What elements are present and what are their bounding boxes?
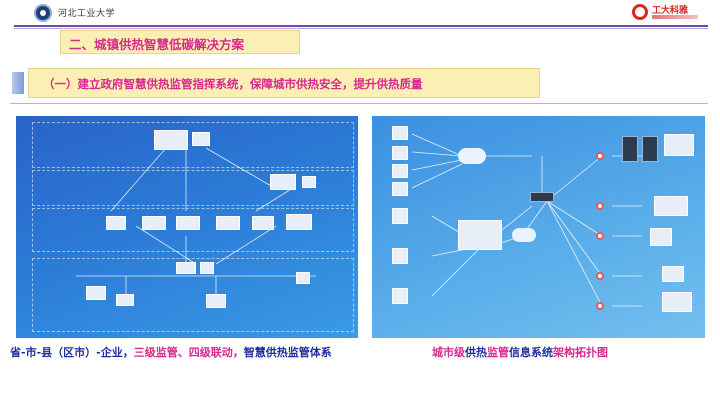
brand-name: 工大科雅 bbox=[652, 6, 689, 16]
diagram-band-county bbox=[32, 208, 354, 252]
header-divider-thin bbox=[14, 28, 708, 29]
caption-left-part1: 省-市-县（区市）-企业， bbox=[10, 346, 134, 359]
building-icon bbox=[296, 272, 310, 284]
server-icon bbox=[530, 192, 554, 202]
caption-right-part1: 城市级 bbox=[432, 346, 465, 359]
monitor-icon bbox=[654, 196, 688, 216]
content-divider bbox=[10, 103, 708, 104]
brand-logo-icon bbox=[632, 4, 648, 20]
building-icon bbox=[392, 164, 408, 178]
caption-left-part2: 三级监管、四级联动， bbox=[133, 346, 244, 359]
monitor-icon bbox=[142, 216, 166, 230]
server-icon bbox=[642, 136, 658, 162]
node-dot-icon bbox=[596, 202, 604, 210]
monitor-icon bbox=[192, 132, 210, 146]
server-icon bbox=[622, 136, 638, 162]
monitor-icon bbox=[106, 216, 126, 230]
node-dot-icon bbox=[596, 302, 604, 310]
monitor-icon bbox=[302, 176, 316, 188]
banner-box: （一）建立政府智慧供热监管指挥系统，保障城市供热安全，提升供热质量 bbox=[28, 68, 540, 98]
section-title-box: 二、城镇供热智慧低碳解决方案 bbox=[60, 30, 300, 54]
node-dot-icon bbox=[596, 272, 604, 280]
diagram-connectors bbox=[76, 147, 316, 296]
monitor-icon bbox=[458, 220, 502, 250]
topology-diagram-image bbox=[372, 116, 705, 338]
monitor-icon bbox=[154, 130, 188, 150]
node-dot-icon bbox=[596, 232, 604, 240]
node-dot-icon bbox=[596, 152, 604, 160]
caption-right-part2: 供热 bbox=[465, 346, 487, 359]
monitor-icon bbox=[252, 216, 274, 230]
brand-underline bbox=[652, 15, 698, 19]
caption-left-part3: 智慧供热监管体系 bbox=[243, 346, 332, 359]
building-icon bbox=[392, 182, 408, 196]
monitor-icon bbox=[286, 214, 312, 230]
right-diagram-caption: 城市级供热监管信息系统架构拓扑图 bbox=[432, 344, 608, 360]
building-icon bbox=[392, 248, 408, 264]
monitor-icon bbox=[650, 228, 672, 246]
monitor-icon bbox=[270, 174, 296, 190]
section-title: 二、城镇供热智慧低碳解决方案 bbox=[69, 37, 245, 52]
monitor-icon bbox=[662, 292, 692, 312]
header-divider bbox=[14, 25, 708, 27]
top-header: 河北工业大学 工大科雅 bbox=[0, 0, 720, 26]
caption-right-part5: 架构拓扑图 bbox=[553, 346, 608, 359]
university-logo-icon bbox=[34, 4, 52, 22]
monitor-icon bbox=[200, 262, 214, 274]
building-icon bbox=[392, 126, 408, 140]
building-icon bbox=[206, 294, 226, 308]
left-diagram-caption: 省-市-县（区市）-企业，三级监管、四级联动，智慧供热监管体系 bbox=[10, 344, 332, 360]
monitor-icon bbox=[662, 266, 684, 282]
monitor-icon bbox=[176, 262, 196, 274]
banner-text: （一）建立政府智慧供热监管指挥系统，保障城市供热安全，提升供热质量 bbox=[43, 77, 423, 91]
building-icon bbox=[392, 208, 408, 224]
monitor-icon bbox=[664, 134, 694, 156]
monitor-icon bbox=[176, 216, 200, 230]
cloud-icon bbox=[512, 228, 536, 242]
monitor-icon bbox=[216, 216, 240, 230]
supervision-diagram-image bbox=[16, 116, 358, 338]
building-icon bbox=[86, 286, 106, 300]
diagram-band-city bbox=[32, 170, 354, 206]
diagram-band-enterprise bbox=[32, 258, 354, 332]
caption-right-part3: 监管 bbox=[487, 346, 509, 359]
university-name: 河北工业大学 bbox=[58, 9, 116, 19]
cloud-icon bbox=[458, 148, 486, 164]
banner-accent bbox=[12, 72, 24, 94]
building-icon bbox=[116, 294, 134, 306]
caption-right-part4: 信息系统 bbox=[509, 346, 553, 359]
building-icon bbox=[392, 146, 408, 160]
building-icon bbox=[392, 288, 408, 304]
diagram-band-province bbox=[32, 122, 354, 168]
